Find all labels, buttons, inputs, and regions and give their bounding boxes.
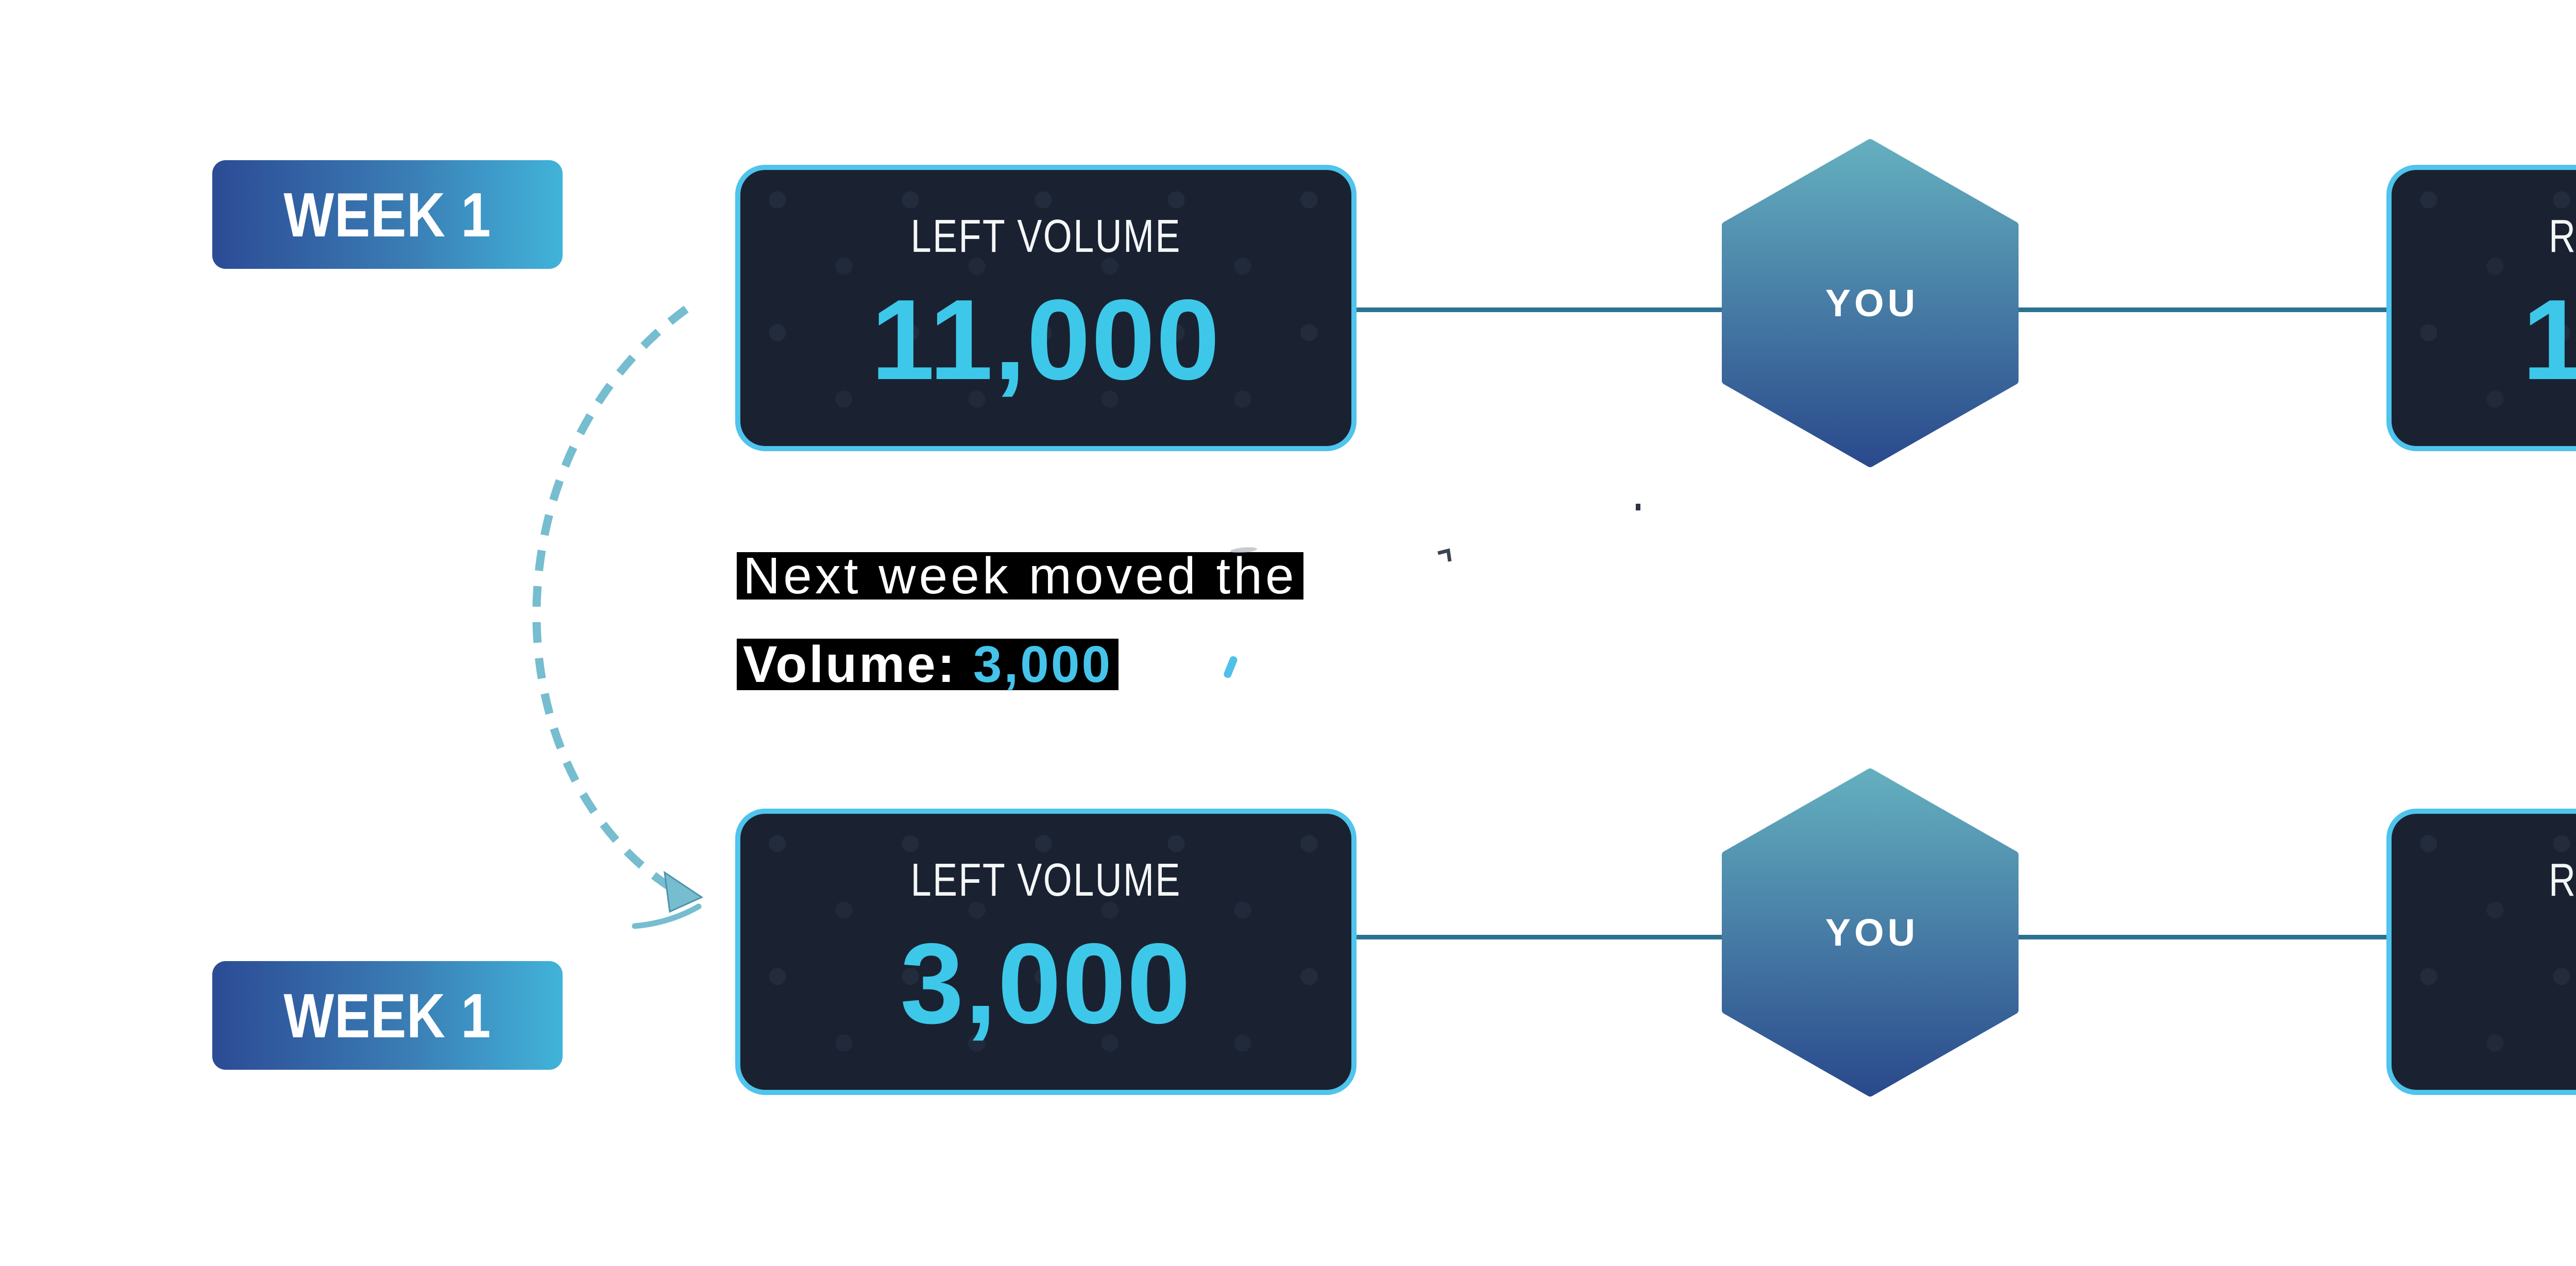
annotation-volume-label: Volume: (743, 636, 973, 693)
annotation-line-1: Next week moved the (737, 550, 1303, 602)
left-volume-title: LEFT VOLUME (910, 854, 1181, 906)
left-volume-box-week1: LEFT VOLUME 11,000 (735, 165, 1357, 451)
you-hexagon-bottom: YOU (1721, 768, 2020, 1097)
right-volume-box-week2: RIGHT VOLUME 0 (2386, 809, 2576, 1095)
week-1-badge-top: WEEK 1 (212, 160, 563, 269)
you-hexagon-top: YOU (1721, 139, 2020, 467)
blue-slash-mark (1224, 656, 1238, 678)
you-label: YOU (1825, 911, 1919, 954)
left-volume-box-week2: LEFT VOLUME 3,000 (735, 809, 1357, 1095)
right-volume-title: RIGHT VOLUME (2549, 854, 2576, 906)
left-volume-value: 11,000 (871, 276, 1221, 404)
left-volume-title: LEFT VOLUME (910, 211, 1181, 262)
hexagon-icon (1722, 768, 2019, 1097)
corner-tick-mark (1437, 548, 1452, 562)
right-volume-value: 11,000 (2522, 276, 2576, 404)
week-1-badge-top-label: WEEK 1 (283, 179, 492, 250)
annotation-line-2: Volume: 3,000 (737, 636, 1119, 693)
annotation-volume-value: 3,000 (973, 636, 1113, 693)
dashed-curved-arrow-icon (532, 305, 704, 929)
week-1-badge-bottom: WEEK 1 (212, 961, 563, 1070)
hexagon-icon (1722, 139, 2019, 467)
annotation-line-2-text: Volume: 3,000 (737, 636, 1119, 693)
week-1-badge-bottom-label: WEEK 1 (283, 980, 492, 1051)
you-label: YOU (1825, 282, 1919, 324)
annotation-line-1-text: Next week moved the (737, 550, 1303, 602)
tiny-dot-mark (1636, 504, 1640, 510)
right-volume-title: RIGHT VOLUME (2549, 211, 2576, 262)
right-volume-box-week1: RIGHT VOLUME 11,000 (2386, 165, 2576, 451)
left-volume-value: 3,000 (900, 920, 1192, 1048)
